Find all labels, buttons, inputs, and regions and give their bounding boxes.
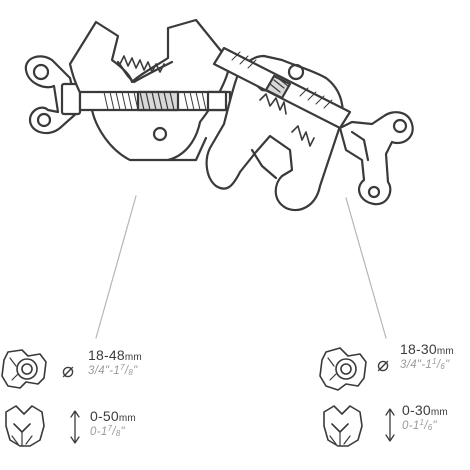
left-opening-unit: mm (118, 413, 136, 424)
left-diameter-spec: 18-48mm 3/4"-17/8" (88, 347, 142, 377)
right-opening-imperial-num: 1 (419, 418, 425, 427)
right-diameter-icon (319, 347, 367, 391)
right-opening-icon (323, 405, 363, 447)
right-opening-spec: 0-30mm 0-11/6" (402, 402, 448, 432)
left-opening-imperial: 0-1 (90, 426, 108, 438)
left-opening-imperial-den: 8 (115, 429, 121, 438)
left-diameter-unit: mm (124, 352, 142, 363)
left-diameter-range: 18-48 (88, 347, 125, 363)
right-diameter-imperial-den: 6 (440, 362, 446, 371)
threaded-rod-left (78, 90, 232, 112)
right-diameter-imperial: 3/4"-1 (400, 359, 433, 371)
leader-line-right (345, 197, 387, 339)
right-opening-imperial-suffix: " (432, 420, 437, 432)
left-diameter-imperial: 3/4"-1 (88, 365, 121, 377)
left-diameter-imperial-suffix: " (133, 365, 138, 377)
right-wing-knob (338, 111, 414, 206)
left-opening-imperial-suffix: " (120, 426, 125, 438)
left-opening-icon (5, 405, 45, 447)
left-opening-arrow-icon (70, 410, 80, 444)
right-opening-unit: mm (430, 407, 448, 418)
right-diameter-symbol-icon: ⌀ (377, 354, 390, 376)
left-opening-imperial-num: 7 (107, 424, 113, 433)
right-diameter-imperial-suffix: " (445, 359, 450, 371)
left-diameter-imperial-den: 8 (128, 368, 134, 377)
right-opening-imperial: 0-1 (402, 420, 420, 432)
left-wing-knob (24, 55, 82, 135)
left-opening-spec: 0-50mm 0-17/8" (90, 408, 136, 438)
left-diameter-imperial-num: 7 (120, 363, 125, 372)
threaded-rod-right (212, 46, 352, 130)
right-diameter-range: 18-30 (400, 341, 437, 357)
right-opening-arrow-icon (385, 408, 395, 442)
left-jaw (68, 18, 232, 162)
right-diameter-imperial-num: 1 (432, 357, 437, 366)
leader-line-left (95, 195, 137, 339)
right-diameter-spec: 18-30mm 3/4"-11/6" (400, 341, 454, 371)
right-opening-range: 0-30 (402, 402, 431, 418)
left-diameter-icon (1, 349, 47, 389)
right-diameter-unit: mm (436, 346, 454, 357)
left-opening-range: 0-50 (90, 408, 119, 424)
left-diameter-symbol-icon: ⌀ (62, 360, 75, 382)
right-opening-imperial-den: 6 (427, 423, 433, 432)
